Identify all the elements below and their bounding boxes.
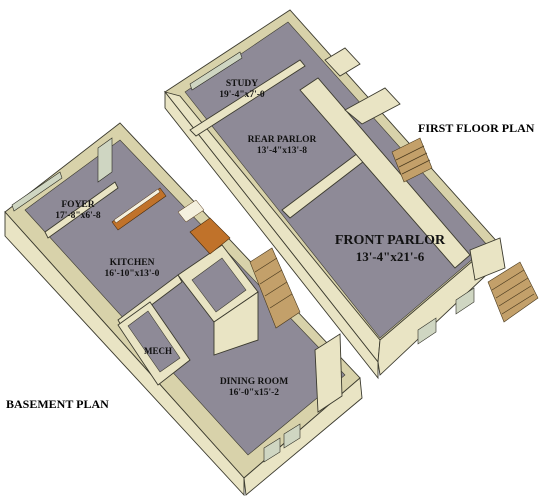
first-floor-left-wall-face — [164, 90, 379, 380]
foyer-window — [11, 171, 63, 212]
bathroom-floor — [191, 257, 247, 313]
front-parlor-dim: 13'-4"x21'-6 — [356, 249, 425, 264]
study-divider-wall — [189, 59, 306, 137]
kitchen-island — [189, 217, 231, 255]
foyer-divider-wall — [44, 181, 119, 239]
dining-door — [314, 333, 343, 413]
kitchen-dim: 16'-10"x13'-0 — [105, 269, 160, 279]
study-window — [189, 51, 243, 91]
mech-name: MECH — [144, 346, 172, 356]
basement-plan — [4, 122, 363, 497]
foyer-name: FOYER — [61, 200, 94, 210]
kitchen-countertop — [113, 188, 161, 224]
mech-floor — [127, 310, 181, 373]
kitchen-sink — [177, 199, 205, 223]
dining-room-name: DINING ROOM — [220, 377, 288, 387]
front-entry-stair — [487, 261, 539, 323]
foyer-door — [97, 137, 113, 183]
stair-enclosure — [344, 87, 401, 125]
basement-stair — [249, 247, 301, 329]
closet-wall — [324, 47, 361, 77]
first-floor-plan-title: FIRST FLOOR PLAN — [418, 121, 535, 135]
dining-room-dim: 16'-0"x15'-2 — [229, 388, 279, 398]
basement-plan-title: BASEMENT PLAN — [6, 397, 109, 411]
basement-front-wall-face — [243, 377, 363, 496]
rear-parlor-name: REAR PARLOR — [248, 135, 317, 145]
study-name: STUDY — [226, 79, 258, 89]
front-window-2 — [455, 287, 475, 315]
first-floor-plan — [163, 9, 539, 380]
foyer-dim: 17'-8"x6'-8 — [55, 211, 101, 221]
kitchen-name: KITCHEN — [110, 258, 155, 268]
basement-floor — [24, 139, 346, 456]
interior-stair — [391, 137, 433, 183]
study-dim: 19'-4"x7'-0 — [219, 90, 265, 100]
dining-window-1 — [263, 437, 281, 463]
front-window-1 — [417, 317, 437, 345]
rear-parlor-dim: 13'-4"x13'-8 — [257, 146, 307, 156]
bathroom-front-face — [213, 291, 259, 356]
front-parlor-name: FRONT PARLOR — [335, 233, 446, 248]
dining-window-2 — [283, 423, 301, 449]
hall-wall — [299, 77, 471, 269]
basement-left-wall-face — [4, 210, 245, 497]
vestibule — [469, 237, 506, 281]
